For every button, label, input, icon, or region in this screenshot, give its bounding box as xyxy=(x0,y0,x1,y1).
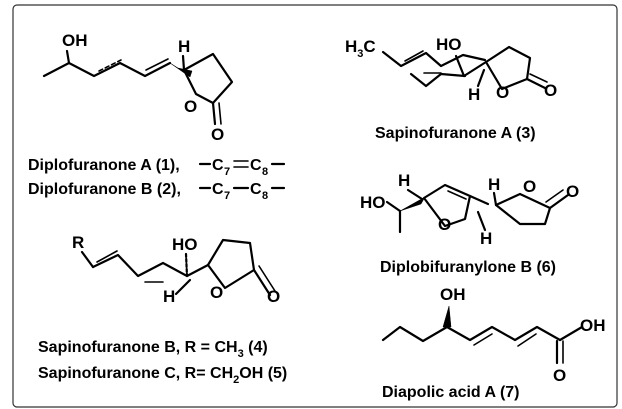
fragment-c7-c8-single: C 7 C 8 xyxy=(198,181,286,202)
figure-frame xyxy=(12,4,618,408)
atom-h-label: H xyxy=(163,287,175,306)
diapolic-acid-a-structure: OH OH O xyxy=(381,285,606,385)
atom-h3c-label: H3C xyxy=(345,37,376,60)
atom-h-label: H xyxy=(398,171,410,190)
atom-h-label: H xyxy=(178,37,190,56)
atom-ho-label: HO xyxy=(360,193,386,212)
caption-sapinofuranone-b: Sapinofuranone B, R = CH3 (4) xyxy=(38,339,268,360)
fragment-c7-c8-double: C 7 C 8 xyxy=(198,157,286,178)
atom-o-carbonyl-label: O xyxy=(553,366,566,385)
diplofuranone-structure: OH H O O xyxy=(42,31,234,144)
atom-ho-label: HO xyxy=(172,235,198,254)
atom-o-carbonyl-label: O xyxy=(267,287,280,306)
caption-diplofuranone-b: Diplofuranone B (2), xyxy=(28,181,181,198)
sapinofuranone-bc-structure: R HO H O O xyxy=(72,233,280,306)
atom-oh-label: OH xyxy=(440,285,466,304)
atom-ho-label: HO xyxy=(436,35,462,54)
atom-o-ring-label: O xyxy=(496,83,509,102)
svg-text:C: C xyxy=(250,181,262,198)
sapinofuranone-a-structure: H3C HO H O O xyxy=(345,35,557,104)
svg-text:8: 8 xyxy=(262,190,268,202)
atom-h-label: H xyxy=(488,175,500,194)
svg-text:C: C xyxy=(212,157,224,174)
atom-h-label: H xyxy=(468,85,480,104)
atom-oh-label: OH xyxy=(62,31,88,50)
svg-text:7: 7 xyxy=(224,166,230,178)
svg-text:C: C xyxy=(250,157,262,174)
atom-o-ring-label: O xyxy=(523,177,536,196)
atom-oh-acid-label: OH xyxy=(580,316,606,335)
atom-o-ring-label: O xyxy=(184,97,197,116)
atom-o-ring-label: O xyxy=(210,283,223,302)
caption-diplofuranone-a: Diplofuranone A (1), xyxy=(28,157,180,174)
caption-sapinofuranone-a: Sapinofuranone A (3) xyxy=(375,125,536,142)
diplobifuranylone-b-structure: HO H O H H O O xyxy=(360,171,579,248)
caption-sapinofuranone-c: Sapinofuranone C, R= CH2OH (5) xyxy=(38,365,287,386)
atom-h-label: H xyxy=(480,229,492,248)
atom-o-ring-label: O xyxy=(438,215,451,234)
svg-text:7: 7 xyxy=(224,190,230,202)
atom-o-carbonyl-label: O xyxy=(544,81,557,100)
caption-diplobifuranylone-b: Diplobifuranylone B (6) xyxy=(380,259,556,276)
caption-diapolic-acid-a: Diapolic acid A (7) xyxy=(382,384,520,401)
atom-r-label: R xyxy=(72,233,84,252)
svg-text:C: C xyxy=(212,181,224,198)
atom-o-carbonyl-label: O xyxy=(211,125,224,144)
atom-o-carbonyl-label: O xyxy=(566,182,579,201)
svg-text:8: 8 xyxy=(262,166,268,178)
